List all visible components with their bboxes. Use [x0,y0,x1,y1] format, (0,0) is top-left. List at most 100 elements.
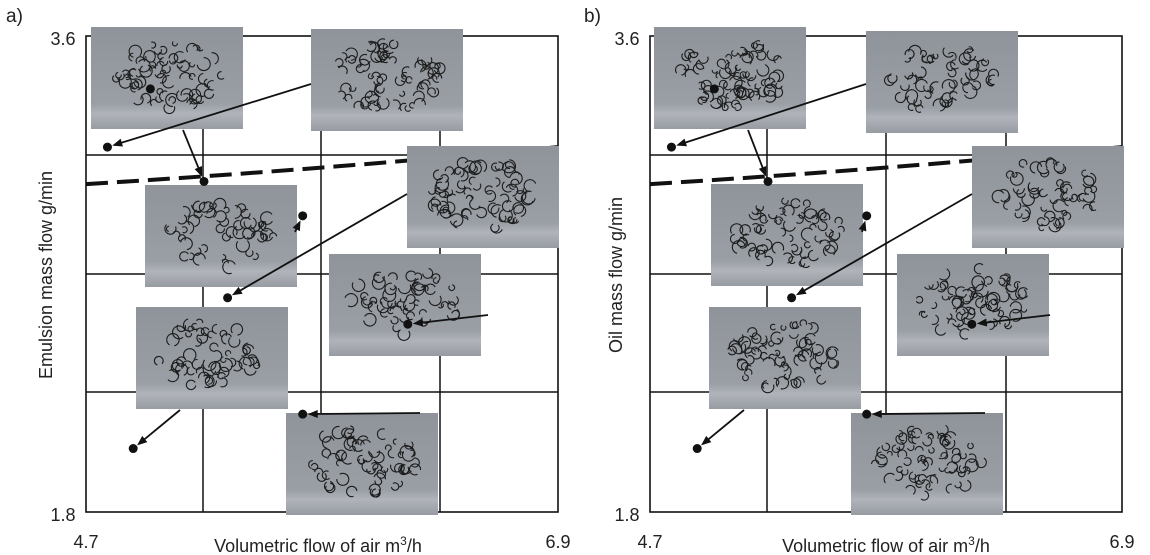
fiber-curl [219,329,228,338]
pointer-arrow [182,129,201,171]
fiber-curl [135,78,143,91]
fiber-curl [373,451,385,464]
fiber-curl [422,267,434,279]
fiber-curl [360,439,371,446]
sample-photo [136,307,288,409]
fiber-curl [420,79,431,89]
fiber-curl [155,96,163,103]
fiber-curl [906,444,915,452]
fiber-curl [789,234,794,243]
panel-a-xtick-left: 4.7 [73,532,98,552]
fiber-curl [498,208,513,223]
fiber-curl [1064,197,1069,207]
fiber-curl [1015,289,1027,300]
pointer-arrow-head [976,318,988,327]
fiber-curl [501,181,512,193]
fiber-curl [490,204,501,218]
fiber-curl [901,469,909,476]
fiber-curl [1062,211,1072,221]
fiber-curl [347,425,355,434]
fiber-curl [444,166,455,176]
fiber-curl [720,59,730,70]
fiber-curl [975,297,987,309]
fiber-curl [748,208,762,221]
data-point-marker [787,293,797,303]
fiber-curl [202,359,217,372]
fiber-curl [404,304,409,311]
fiber-curl [773,55,782,64]
fiber-curl [188,61,196,68]
fiber-curl [154,73,165,79]
fiber-curl [894,91,907,104]
fiber-curl [834,216,843,225]
fiber-curl [819,212,831,223]
pointer-arrow-head [858,220,867,232]
fiber-curl [414,272,423,281]
fiber-curl [211,323,218,335]
fiber-curl [981,58,990,67]
fiber-curl [446,193,456,203]
fiber-curl [809,357,823,370]
fiber-curl [202,366,217,377]
fiber-curl [179,72,192,79]
fiber-curl [233,220,244,231]
fiber-curl [128,52,134,62]
fiber-curl [523,179,537,193]
fiber-curl [192,200,202,213]
fiber-curl [921,479,931,488]
fiber-curl [905,484,916,495]
fiber-curl [405,76,413,84]
fiber-curl [701,96,708,104]
fiber-curl [971,275,986,289]
fiber-curl [1036,160,1049,175]
fiber-curl [403,300,416,312]
data-point-marker [666,142,676,152]
fiber-curl [164,224,177,235]
fiber-curl [394,463,405,474]
fiber-curl [1089,185,1098,194]
pointer-arrow [705,409,745,442]
fiber-curl [252,252,259,261]
sample-photo [711,184,863,286]
fiber-curl [772,69,784,83]
fiber-curl [388,39,399,50]
pointer-arrow-head [194,166,203,177]
fiber-curl [747,242,757,252]
fiber-curl [418,80,425,90]
fiber-curl [959,308,966,316]
photo-background [136,307,288,409]
fiber-curl [115,71,122,79]
fiber-curl [181,360,194,369]
fiber-curl [984,276,993,285]
fiber-curl [913,99,922,107]
fiber-curl [959,452,967,460]
fiber-curl [949,91,958,100]
data-point-marker [199,176,209,186]
sample-photo [851,413,1003,515]
pointer-arrow-head [412,318,424,327]
fiber-curl [399,298,407,303]
fiber-curl [379,308,388,318]
fiber-curl [775,82,783,90]
fiber-curl [760,79,767,87]
fiber-curl [881,442,891,452]
fiber-curl [1053,216,1065,229]
fiber-curl [409,463,422,476]
fiber-curl [718,79,728,89]
fiber-curl [1011,172,1018,178]
fiber-curl [185,379,197,391]
fiber-curl [379,50,389,64]
fiber-curl [159,45,168,55]
data-point-marker [692,444,702,454]
fiber-curl [898,432,908,442]
fiber-curl [755,224,767,235]
fiber-curl [421,284,429,292]
fiber-curl [145,55,156,63]
fiber-curl [135,56,145,64]
fiber-curl [948,469,956,474]
fiber-curl [918,310,926,316]
fiber-curl [168,53,179,63]
fiber-curl [373,472,386,480]
fiber-curl [444,187,454,197]
fiber-curl [436,200,450,214]
